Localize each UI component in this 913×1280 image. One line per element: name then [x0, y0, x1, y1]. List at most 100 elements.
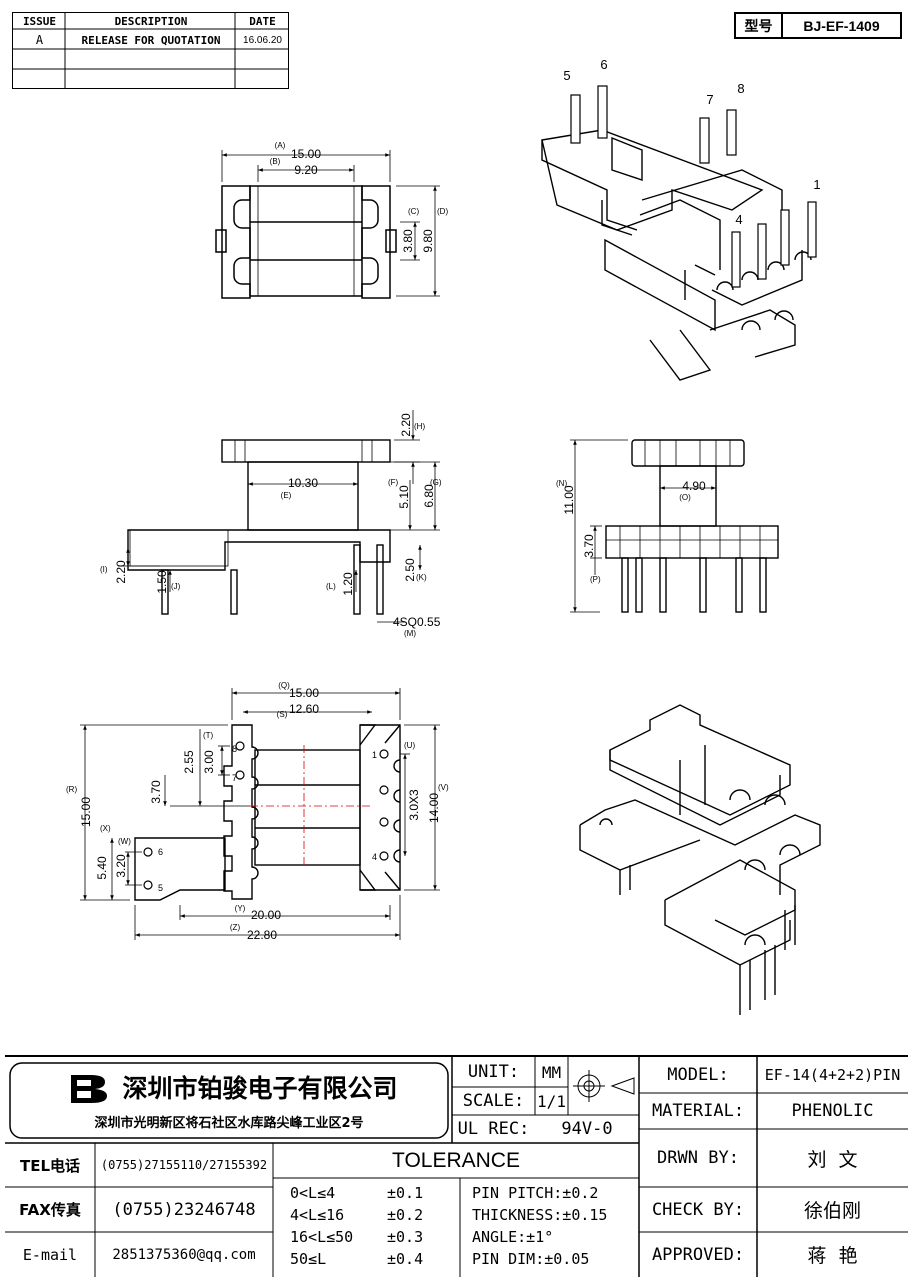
dim-i-value: 2.20: [114, 560, 128, 584]
bottom-view-pin-holes: [143, 741, 389, 890]
iso-pin-7: 7: [706, 92, 713, 107]
revision-table: ISSUE DESCRIPTION DATE A RELEASE FOR QUO…: [12, 12, 289, 89]
dim-e-value: 10.30: [288, 476, 318, 490]
dim-f-value: 5.10: [397, 485, 411, 509]
revision-date: 16.06.20: [243, 34, 282, 46]
tolerance-note-thickness: THICKNESS:±0.15: [472, 1206, 608, 1224]
col-date-header: DATE: [249, 15, 276, 28]
ul-label: UL REC:: [457, 1119, 530, 1139]
tolerance-value: ±0.4: [387, 1250, 424, 1268]
tolerance-note-pin-pitch: PIN PITCH:±0.2: [472, 1184, 599, 1202]
dim-x-value: 5.40: [95, 856, 109, 880]
dim-l-tag: (L): [326, 582, 336, 591]
company-logo: [71, 1075, 107, 1103]
dim-o-value: 4.90: [682, 479, 706, 493]
tel-value: (0755)27155110/27155392: [100, 1158, 268, 1172]
end-view: [605, 439, 779, 613]
iso-pin-1: 1: [813, 177, 820, 192]
check-by-label: CHECK BY:: [651, 1199, 745, 1220]
iso-pin-6: 6: [600, 57, 607, 72]
dim-l-value: 1.20: [341, 572, 355, 596]
dim-p-tag: (P): [590, 575, 601, 584]
dim-w-value: 3.20: [114, 854, 128, 878]
dim-s-tag: (S): [277, 710, 288, 719]
dim-g-tag: (G): [430, 478, 442, 487]
scale-value: 1/1: [537, 1091, 566, 1111]
dim-o-tag: (O): [679, 493, 691, 502]
company-address: 深圳市光明新区将石社区水库路尖峰工业区2号: [94, 1115, 364, 1131]
top-view: [215, 185, 397, 299]
tolerance-range: 16<L≤50: [290, 1228, 354, 1246]
dim-g-value: 6.80: [422, 484, 436, 508]
dim-b-value: 9.20: [294, 163, 318, 177]
dim-p-value: 3.70: [582, 534, 596, 558]
top-view-dimensions: [221, 150, 440, 297]
email-label: E-mail: [22, 1245, 78, 1264]
pin-label-7: 7: [232, 773, 237, 783]
pin-label-8: 8: [232, 744, 237, 754]
dim-h-tag: (H): [414, 422, 425, 431]
unit-label: UNIT:: [467, 1062, 520, 1082]
isometric-top-view: [541, 129, 812, 381]
tolerance-note-angle: ANGLE:±1°: [472, 1228, 554, 1246]
title-block: 深圳市铂骏电子有限公司 深圳市光明新区将石社区水库路尖峰工业区2号 UNIT: …: [5, 1055, 908, 1277]
company-name: 深圳市铂骏电子有限公司: [122, 1074, 398, 1103]
bottom-view-dimensions: [80, 688, 440, 940]
tel-label: TEL电话: [19, 1156, 81, 1175]
dim-a-tag: (A): [275, 141, 286, 150]
unit-value: MM: [541, 1062, 562, 1082]
dim-d-tag: (D): [437, 207, 448, 216]
drawn-by-value: 刘 文: [807, 1148, 858, 1171]
dim-v-value: 14.00: [427, 793, 441, 823]
tolerance-range: 0<L≤4: [290, 1184, 336, 1202]
part-number-box: 型号 BJ-EF-1409: [734, 12, 902, 39]
dim-t2-value: 3.00: [202, 750, 216, 774]
dim-v-tag: (V): [438, 783, 449, 792]
dim-k-tag: (K): [416, 573, 427, 582]
dim-b-tag: (B): [270, 157, 281, 166]
iso-pin-4: 4: [735, 212, 742, 227]
dim-z-value: 22.80: [247, 928, 277, 942]
approved-value: 蒋 艳: [807, 1245, 858, 1267]
tolerance-ranges: 0<L≤4 4<L≤16 16<L≤50 50≤L: [290, 1182, 390, 1270]
dim-k-value: 2.50: [403, 558, 417, 582]
tolerance-value: ±0.2: [387, 1206, 424, 1224]
title-block-grid: [5, 1057, 908, 1277]
fax-value: (0755)23246748: [112, 1199, 256, 1220]
tolerance-range: 4<L≤16: [290, 1206, 345, 1224]
dim-f-tag: (F): [388, 478, 399, 487]
dim-i-tag: (I): [100, 565, 108, 574]
dim-w-tag: (W): [118, 837, 131, 846]
fax-label: FAX传真: [19, 1201, 81, 1219]
tolerance-range: 50≤L: [290, 1250, 327, 1268]
dim-x-tag: (X): [100, 824, 111, 833]
tolerance-title: TOLERANCE: [392, 1148, 520, 1172]
dim-r-value: 15.00: [79, 797, 93, 827]
revision-description: RELEASE FOR QUOTATION: [81, 33, 221, 47]
material-label: MATERIAL:: [651, 1101, 745, 1121]
dim-y-value: 20.00: [251, 908, 281, 922]
col-description-header: DESCRIPTION: [114, 15, 188, 28]
dim-c-tag: (C): [408, 207, 419, 216]
pin-label-6: 6: [158, 847, 163, 857]
dim-z-tag: (Z): [230, 923, 241, 932]
tolerance-value: ±0.1: [387, 1184, 424, 1202]
isometric-top-pins: [570, 85, 817, 288]
tolerance-note-pin-dim: PIN DIM:±0.05: [472, 1250, 590, 1268]
dim-t-tag: (T): [203, 731, 214, 740]
projection-symbol: [573, 1070, 635, 1102]
dim-d-value: 9.80: [421, 229, 435, 253]
drawn-by-label: DRWN BY:: [657, 1148, 739, 1168]
dim-r-tag: (R): [66, 785, 77, 794]
tolerance-value: ±0.3: [387, 1228, 424, 1246]
iso-pin-5: 5: [563, 68, 570, 83]
material-value: PHENOLIC: [791, 1101, 874, 1121]
side-view-dimensions: [118, 410, 440, 623]
isometric-bottom-view: [579, 704, 821, 1015]
dim-e-tag: (E): [281, 491, 292, 500]
dim-r2-value: 3.70: [149, 780, 163, 804]
dim-n-tag: (N): [556, 479, 567, 488]
ul-value: 94V-0: [561, 1119, 613, 1139]
part-number-label: 型号: [736, 14, 783, 37]
revision-grid: [12, 12, 289, 89]
